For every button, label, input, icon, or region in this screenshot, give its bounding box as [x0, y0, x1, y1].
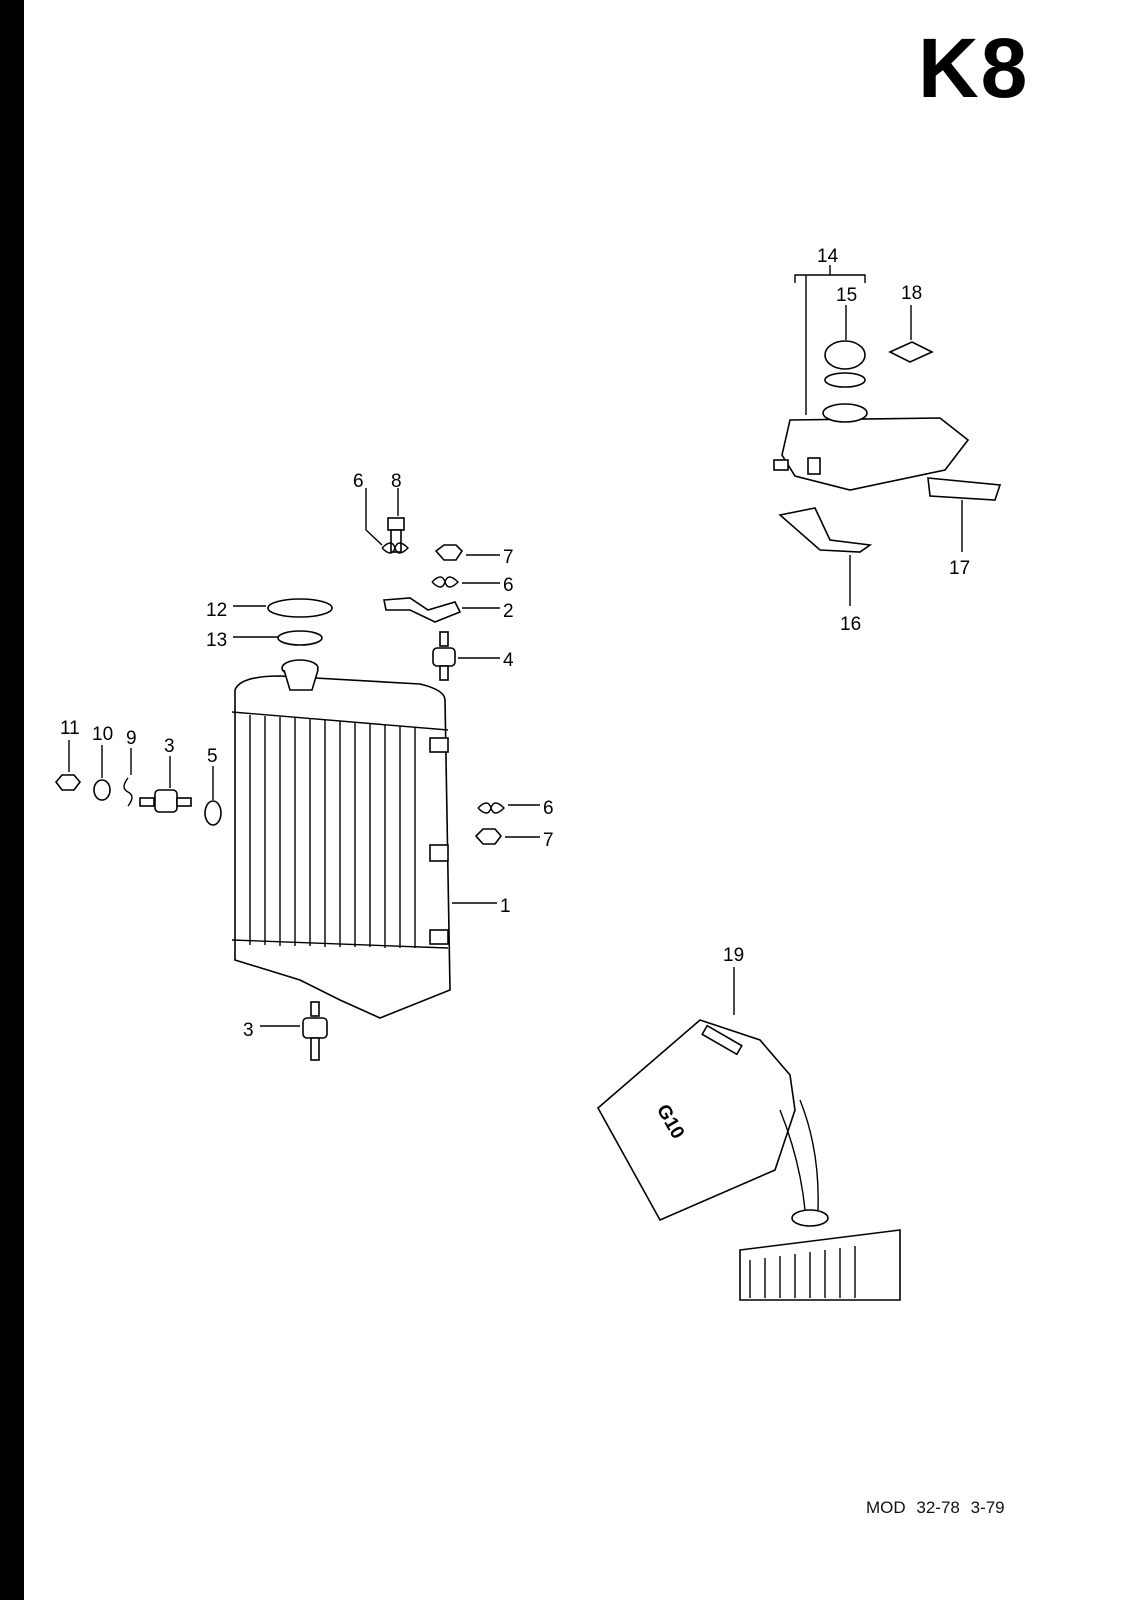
callout-3: 3 [243, 1020, 254, 1041]
nut [434, 544, 464, 561]
page-code: K8 [918, 21, 1030, 115]
washer [204, 800, 222, 826]
expansion-tank [773, 340, 1002, 553]
callout-7: 7 [503, 547, 514, 568]
bolt [387, 517, 405, 553]
callout-14: 14 [817, 246, 839, 267]
callout-5: 5 [207, 746, 218, 767]
callout-13: 13 [206, 630, 227, 651]
callout-6: 6 [503, 575, 514, 596]
callout-9: 9 [126, 728, 137, 749]
washer [477, 802, 505, 814]
callout-7: 7 [543, 830, 554, 851]
callout-1: 1 [500, 896, 511, 917]
nut [474, 828, 503, 845]
callout-2: 2 [503, 601, 514, 622]
model-code: MOD 32-78 [866, 1498, 960, 1517]
leader-lines [68, 265, 963, 1027]
callout-8: 8 [391, 471, 402, 492]
cap-seal [277, 630, 323, 646]
callout-6: 6 [543, 798, 554, 819]
page-footer: MOD 32-78 3-79 [866, 1498, 1005, 1518]
left-binding-bar [0, 0, 24, 1600]
radiator-cap [267, 598, 333, 618]
rubber-mount [432, 631, 456, 681]
callout-16: 16 [840, 614, 861, 635]
callout-11: 11 [60, 718, 80, 739]
callout-3: 3 [164, 736, 175, 757]
revision-date: 3-79 [970, 1498, 1005, 1517]
washer [93, 779, 111, 801]
coolant-canister: G10 [596, 1019, 901, 1301]
callout-19: 19 [723, 945, 744, 966]
rubber-mount [302, 1001, 328, 1061]
radiator [231, 659, 451, 1019]
bracket [383, 597, 462, 623]
clip [123, 777, 133, 807]
callout-6: 6 [353, 471, 364, 492]
callout-17: 17 [949, 558, 970, 579]
washer [381, 542, 409, 554]
callout-10: 10 [92, 724, 113, 745]
callout-4: 4 [503, 650, 514, 671]
callout-15: 15 [836, 285, 857, 306]
nut [54, 774, 82, 791]
callout-12: 12 [206, 600, 227, 621]
callout-18: 18 [901, 283, 922, 304]
rubber-mount [139, 789, 192, 813]
washer [431, 576, 459, 588]
